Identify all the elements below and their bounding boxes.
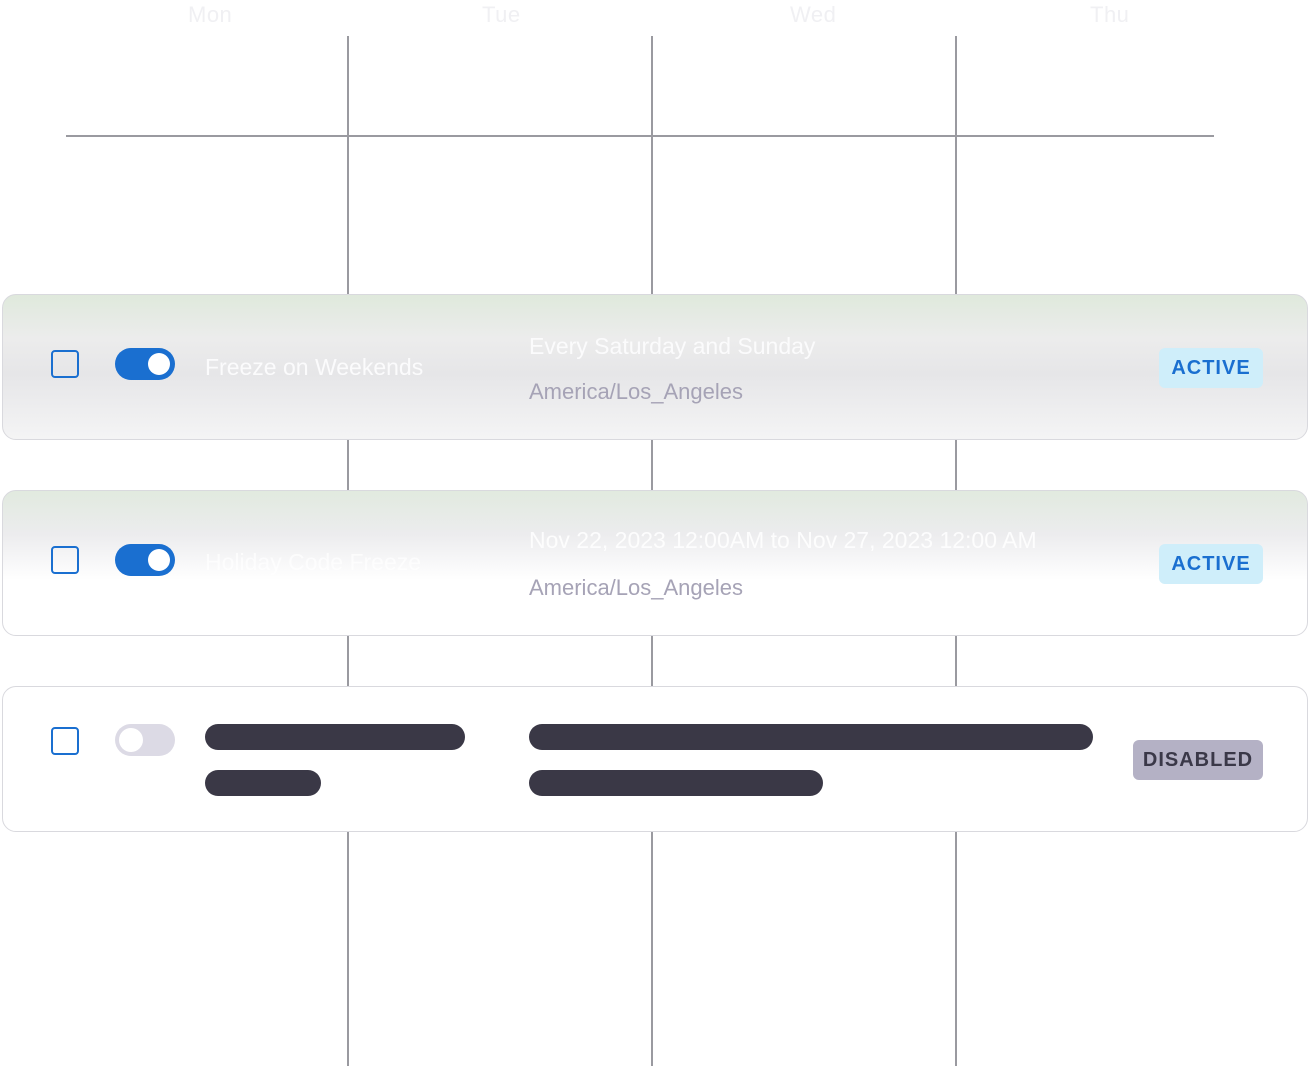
name-skeleton-bar — [205, 724, 465, 750]
calendar-day-label: Mon — [188, 2, 233, 27]
schedule-skeleton-bar — [529, 770, 823, 796]
rule-timezone: America/Los_Angeles — [529, 379, 744, 404]
freeze-rule-row[interactable]: DISABLED — [2, 686, 1308, 832]
toggle-knob — [119, 728, 143, 752]
calendar-day-label: Wed — [790, 2, 837, 27]
freeze-rule-row[interactable]: Holiday Code Freeze Nov 22, 2023 12:00AM… — [2, 490, 1308, 636]
schedule-skeleton-bar — [529, 724, 1093, 750]
row-select-checkbox[interactable] — [51, 350, 79, 378]
status-badge: DISABLED — [1133, 740, 1263, 780]
calendar-day-label: Thu — [1090, 2, 1130, 27]
row-select-checkbox[interactable] — [51, 546, 79, 574]
freeze-rule-row[interactable]: Freeze on Weekends Every Saturday and Su… — [2, 294, 1308, 440]
rule-name: Freeze on Weekends — [205, 354, 424, 380]
rule-timezone: America/Los_Angeles — [529, 575, 744, 600]
status-badge: ACTIVE — [1159, 544, 1263, 584]
rule-name: Holiday Code Freeze — [205, 549, 422, 575]
toggle-knob — [148, 549, 170, 571]
rule-enabled-toggle[interactable] — [115, 348, 175, 380]
status-badge: ACTIVE — [1159, 348, 1263, 388]
calendar-day-label: Tue — [482, 2, 521, 27]
rule-schedule: Nov 22, 2023 12:00AM to Nov 27, 2023 12:… — [529, 527, 1037, 553]
toggle-knob — [148, 353, 170, 375]
row-select-checkbox[interactable] — [51, 727, 79, 755]
rule-enabled-toggle[interactable] — [115, 724, 175, 756]
rule-enabled-toggle[interactable] — [115, 544, 175, 576]
calendar-grid-line — [66, 135, 1214, 137]
name-skeleton-bar — [205, 770, 321, 796]
rule-schedule: Every Saturday and Sunday — [529, 333, 816, 359]
